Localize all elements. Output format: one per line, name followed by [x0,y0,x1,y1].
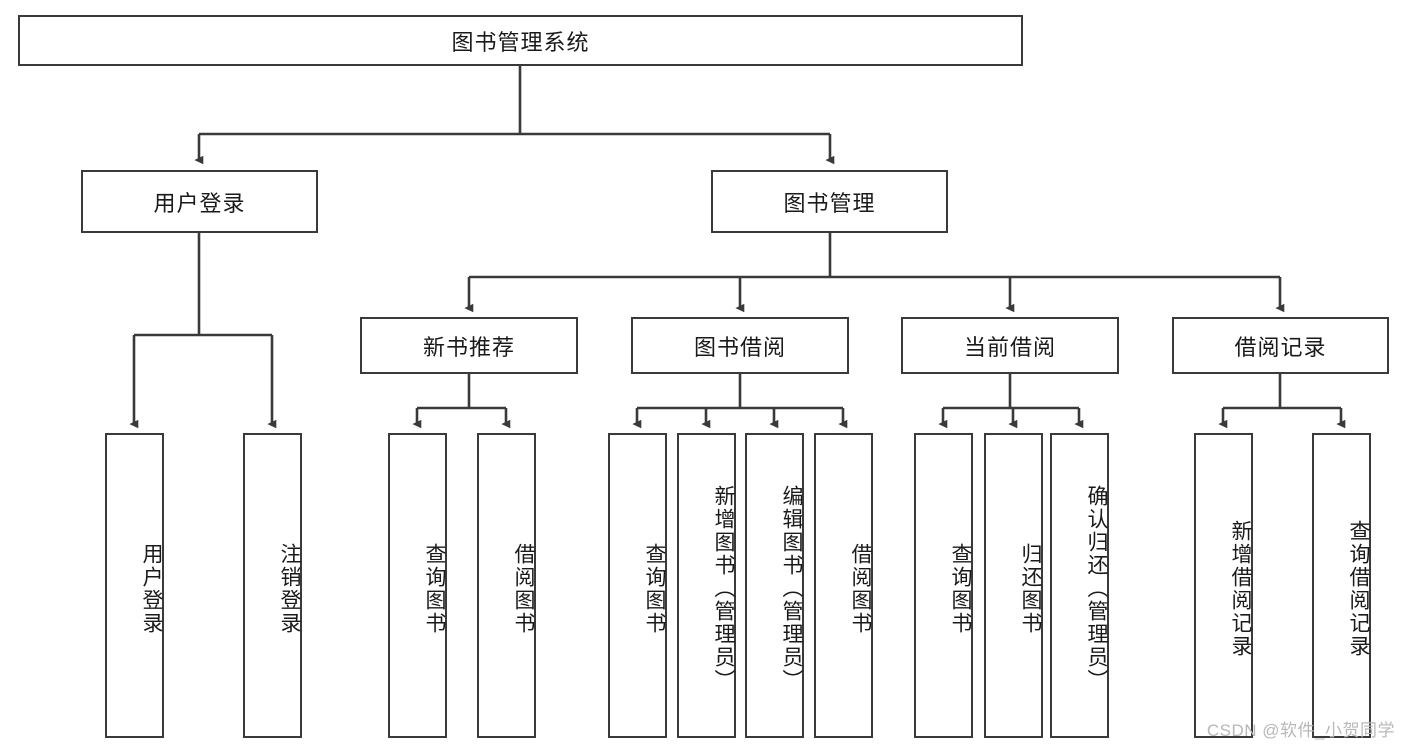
node-new-book-recommend[interactable]: 新书推荐 [360,317,578,374]
leaf-borrow-book-1-label: 借阅图书 [512,542,535,635]
leaf-query-book-1[interactable]: 查询图书 [388,433,447,738]
leaf-add-book[interactable]: 新增图书（管理员） [677,433,736,738]
leaf-borrow-book-2[interactable]: 借阅图书 [814,433,873,738]
node-new-book-recommend-label: 新书推荐 [422,334,515,360]
node-book-borrow[interactable]: 图书借阅 [631,317,849,374]
leaf-query-record[interactable]: 查询借阅记录 [1312,433,1371,738]
leaf-user-login[interactable]: 用户登录 [105,433,164,738]
leaf-query-book-2-label: 查询图书 [643,542,666,635]
leaf-query-book-1-label: 查询图书 [423,542,446,635]
node-book-manage-label: 图书管理 [783,190,876,216]
leaf-borrow-book-1[interactable]: 借阅图书 [477,433,536,738]
node-current-borrow[interactable]: 当前借阅 [901,317,1119,374]
leaf-query-book-3-label: 查询图书 [949,542,972,635]
leaf-confirm-return[interactable]: 确认归还（管理员） [1050,433,1109,738]
node-borrow-record-label: 借阅记录 [1234,334,1327,360]
leaf-add-record[interactable]: 新增借阅记录 [1194,433,1253,738]
leaf-logout-login-label: 注销登录 [278,542,301,635]
node-user-login-label: 用户登录 [153,190,246,216]
node-book-borrow-label: 图书借阅 [693,334,786,360]
leaf-user-login-label: 用户登录 [140,542,163,635]
leaf-add-record-label: 新增借阅记录 [1229,519,1252,658]
leaf-edit-book-label: 编辑图书（管理员） [780,485,803,692]
leaf-return-book[interactable]: 归还图书 [984,433,1043,738]
node-root[interactable]: 图书管理系统 [18,15,1023,66]
node-user-login[interactable]: 用户登录 [81,170,318,233]
leaf-return-book-label: 归还图书 [1019,542,1042,635]
leaf-query-book-3[interactable]: 查询图书 [914,433,973,738]
node-current-borrow-label: 当前借阅 [963,334,1056,360]
leaf-logout-login[interactable]: 注销登录 [243,433,302,738]
leaf-borrow-book-2-label: 借阅图书 [849,542,872,635]
node-borrow-record[interactable]: 借阅记录 [1172,317,1389,374]
leaf-edit-book[interactable]: 编辑图书（管理员） [745,433,804,738]
leaf-query-record-label: 查询借阅记录 [1347,519,1370,658]
node-book-manage[interactable]: 图书管理 [711,170,948,233]
leaf-query-book-2[interactable]: 查询图书 [608,433,667,738]
node-root-label: 图书管理系统 [451,29,590,55]
leaf-add-book-label: 新增图书（管理员） [712,485,735,692]
leaf-confirm-return-label: 确认归还（管理员） [1085,485,1108,692]
